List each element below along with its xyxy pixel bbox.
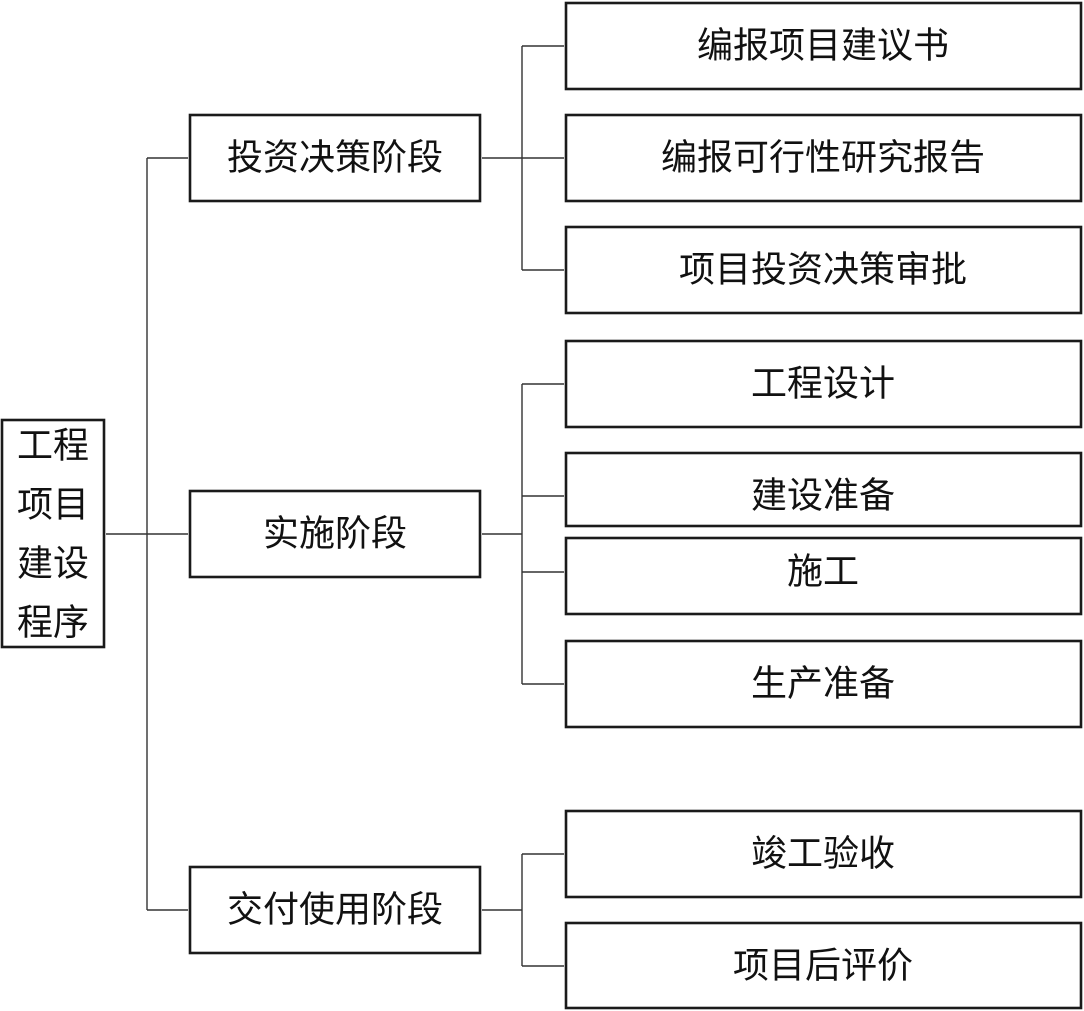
step-label-2-1: 工程设计 [751, 364, 895, 405]
root-line-2: 项目 [17, 485, 89, 526]
step-node-3-1: 竣工验收 [564, 809, 1083, 899]
root-line-4: 程序 [17, 603, 89, 644]
stage-label-1: 投资决策阶段 [227, 138, 443, 179]
step-node-1-2: 编报可行性研究报告 [564, 113, 1083, 203]
step-label-1-3: 项目投资决策审批 [679, 250, 967, 291]
root-line-3: 建设 [17, 544, 89, 585]
root-line-1: 工程 [17, 426, 89, 467]
stage-node-1: 投资决策阶段 [188, 113, 482, 203]
step-node-2-1: 工程设计 [564, 339, 1083, 429]
step-node-2-4: 生产准备 [564, 639, 1083, 729]
step-label-2-2: 建设准备 [751, 476, 895, 517]
step-label-3-1: 竣工验收 [751, 834, 895, 875]
root-node: 工程 项目 建设 程序 [0, 418, 106, 649]
step-label-1-1: 编报项目建议书 [697, 26, 949, 67]
step-label-2-4: 生产准备 [751, 664, 895, 705]
stage-node-2: 实施阶段 [188, 489, 482, 579]
stage-label-2: 实施阶段 [263, 514, 407, 555]
step-node-2-2: 建设准备 [564, 451, 1083, 528]
connector-lines [106, 45, 564, 967]
step-node-3-2: 项目后评价 [564, 921, 1083, 1010]
step-label-1-2: 编报可行性研究报告 [661, 138, 985, 179]
stage-node-3: 交付使用阶段 [188, 865, 482, 955]
step-label-3-2: 项目后评价 [733, 946, 913, 987]
step-node-1-1: 编报项目建议书 [564, 1, 1083, 91]
stage-label-3: 交付使用阶段 [227, 890, 443, 931]
step-node-2-3: 施工 [564, 536, 1083, 616]
step-label-2-3: 施工 [787, 552, 859, 593]
step-node-1-3: 项目投资决策审批 [564, 225, 1083, 315]
